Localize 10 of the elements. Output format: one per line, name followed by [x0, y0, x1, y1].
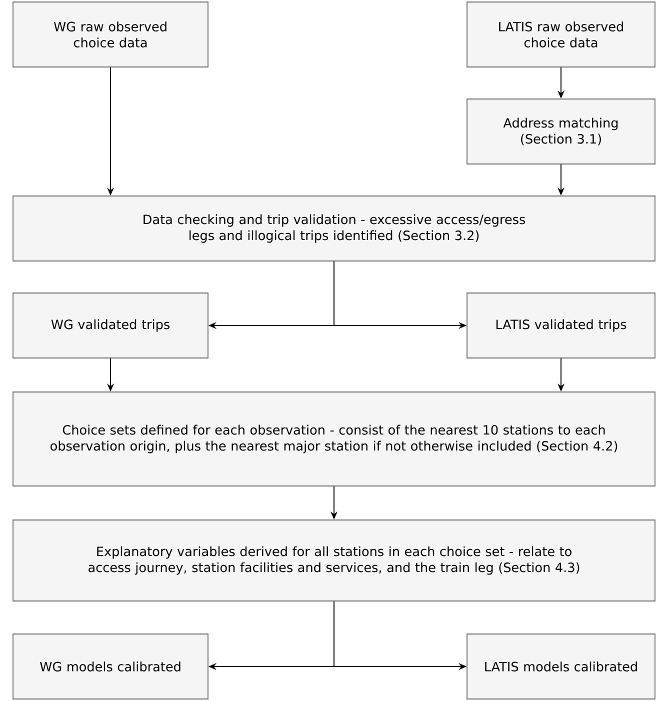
process-box: LATIS raw observed choice data	[466, 2, 656, 68]
process-box: WG models calibrated	[12, 634, 208, 700]
process-box: Data checking and trip validation - excessive access/egress legs and illogical trips identified (Section 3.2)	[12, 196, 656, 262]
process-box: LATIS models calibrated	[466, 634, 656, 700]
process-box: WG raw observed choice data	[12, 2, 208, 68]
process-box: Choice sets defined for each observation - consist of the nearest 10 stations to each observation origin, plus the nearest major station if not otherwise included (Section 4.2)	[12, 392, 656, 486]
process-box: LATIS validated trips	[466, 292, 656, 358]
process-box: Explanatory variables derived for all stations in each choice set - relate to access journey, station facilities and services, and the train leg (Section 4.3)	[12, 520, 656, 602]
process-box: Address matching (Section 3.1)	[466, 98, 656, 164]
process-box: WG validated trips	[12, 292, 208, 358]
